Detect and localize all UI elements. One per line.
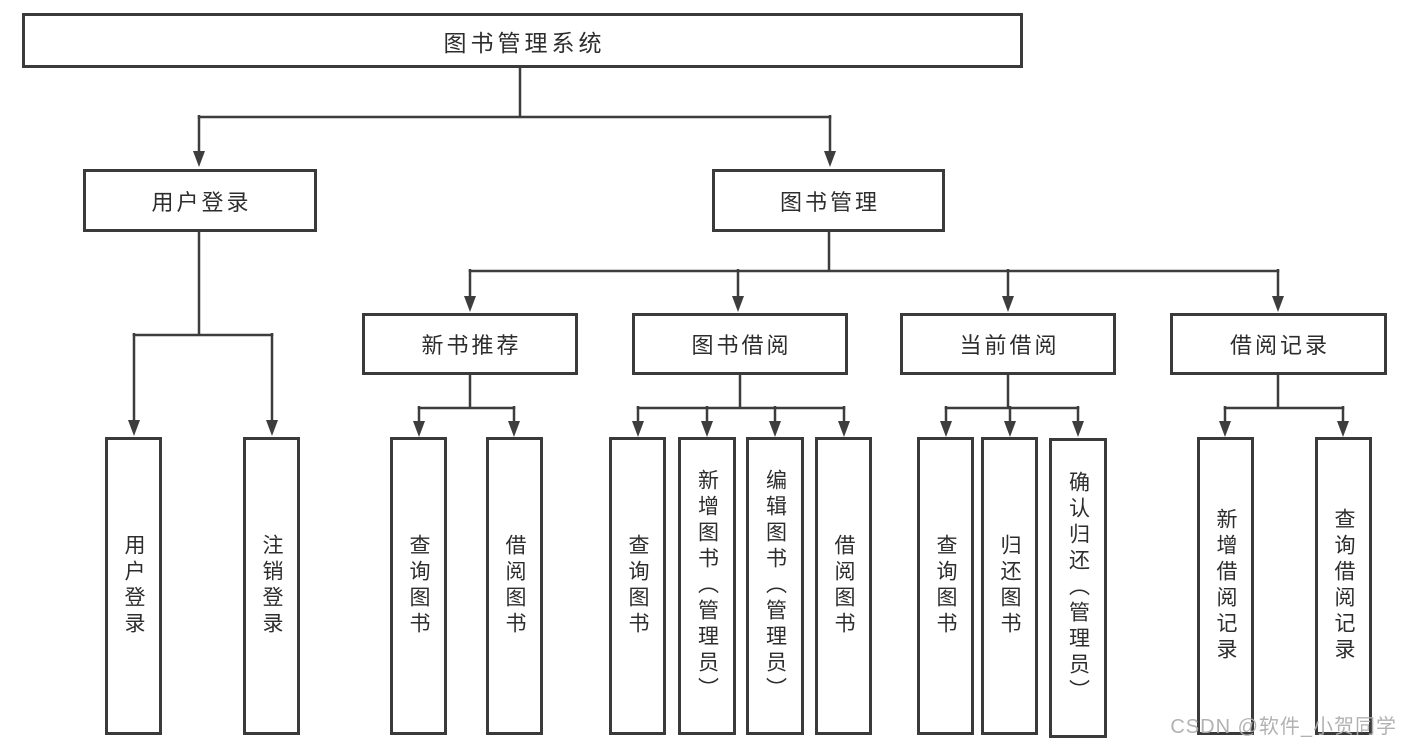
leaf-confirm-return-admin: 确认归还（管理员） [1049, 438, 1107, 738]
leaf-edit-book-admin-label: 编辑图书（管理员） [763, 469, 787, 703]
leaf-add-book-admin: 新增图书（管理员） [678, 437, 736, 735]
leaf-confirm-return-admin-label: 确认归还（管理员） [1066, 471, 1090, 705]
leaf-query-borrow-record-label: 查询借阅记录 [1332, 508, 1355, 664]
node-borrowing-records: 借阅记录 [1170, 313, 1387, 375]
leaf-add-borrow-record: 新增借阅记录 [1197, 437, 1254, 735]
leaf-recommend-borrow-books-label: 借阅图书 [503, 534, 526, 638]
node-current-borrowing: 当前借阅 [900, 313, 1116, 375]
leaf-borrowing-borrow-books-label: 借阅图书 [832, 534, 855, 638]
leaf-add-borrow-record-label: 新增借阅记录 [1214, 508, 1237, 664]
leaf-recommend-query-books-label: 查询图书 [407, 534, 430, 638]
leaf-edit-book-admin: 编辑图书（管理员） [746, 437, 804, 735]
leaf-query-borrow-record: 查询借阅记录 [1315, 437, 1372, 735]
leaf-return-book-label: 归还图书 [998, 534, 1021, 638]
leaf-current-query-books-label: 查询图书 [934, 534, 957, 638]
leaf-return-book: 归还图书 [981, 437, 1038, 735]
leaf-current-query-books: 查询图书 [917, 437, 974, 735]
node-book-management: 图书管理 [712, 169, 945, 232]
leaf-logout: 注销登录 [243, 437, 300, 735]
node-book-borrowing-label: 图书借阅 [691, 333, 792, 358]
leaf-add-book-admin-label: 新增图书（管理员） [695, 469, 719, 703]
node-current-borrowing-label: 当前借阅 [959, 333, 1060, 358]
leaf-logout-label: 注销登录 [260, 534, 283, 638]
leaf-recommend-query-books: 查询图书 [390, 437, 447, 735]
node-user-login-branch-label: 用户登录 [151, 189, 252, 215]
node-system-root: 图书管理系统 [22, 13, 1023, 68]
leaf-user-login-label: 用户登录 [122, 534, 145, 638]
node-book-management-label: 图书管理 [779, 189, 880, 215]
node-system-root-label: 图书管理系统 [443, 29, 606, 56]
node-new-book-recommend-label: 新书推荐 [421, 333, 522, 358]
leaf-borrowing-query-books-label: 查询图书 [626, 534, 649, 638]
leaf-borrowing-borrow-books: 借阅图书 [815, 437, 872, 735]
leaf-recommend-borrow-books: 借阅图书 [486, 437, 543, 735]
leaf-user-login: 用户登录 [105, 437, 162, 735]
node-user-login-branch: 用户登录 [83, 169, 317, 232]
node-borrowing-records-label: 借阅记录 [1229, 333, 1330, 358]
leaf-borrowing-query-books: 查询图书 [609, 437, 666, 735]
node-book-borrowing: 图书借阅 [632, 313, 848, 375]
node-new-book-recommend: 新书推荐 [362, 313, 578, 375]
